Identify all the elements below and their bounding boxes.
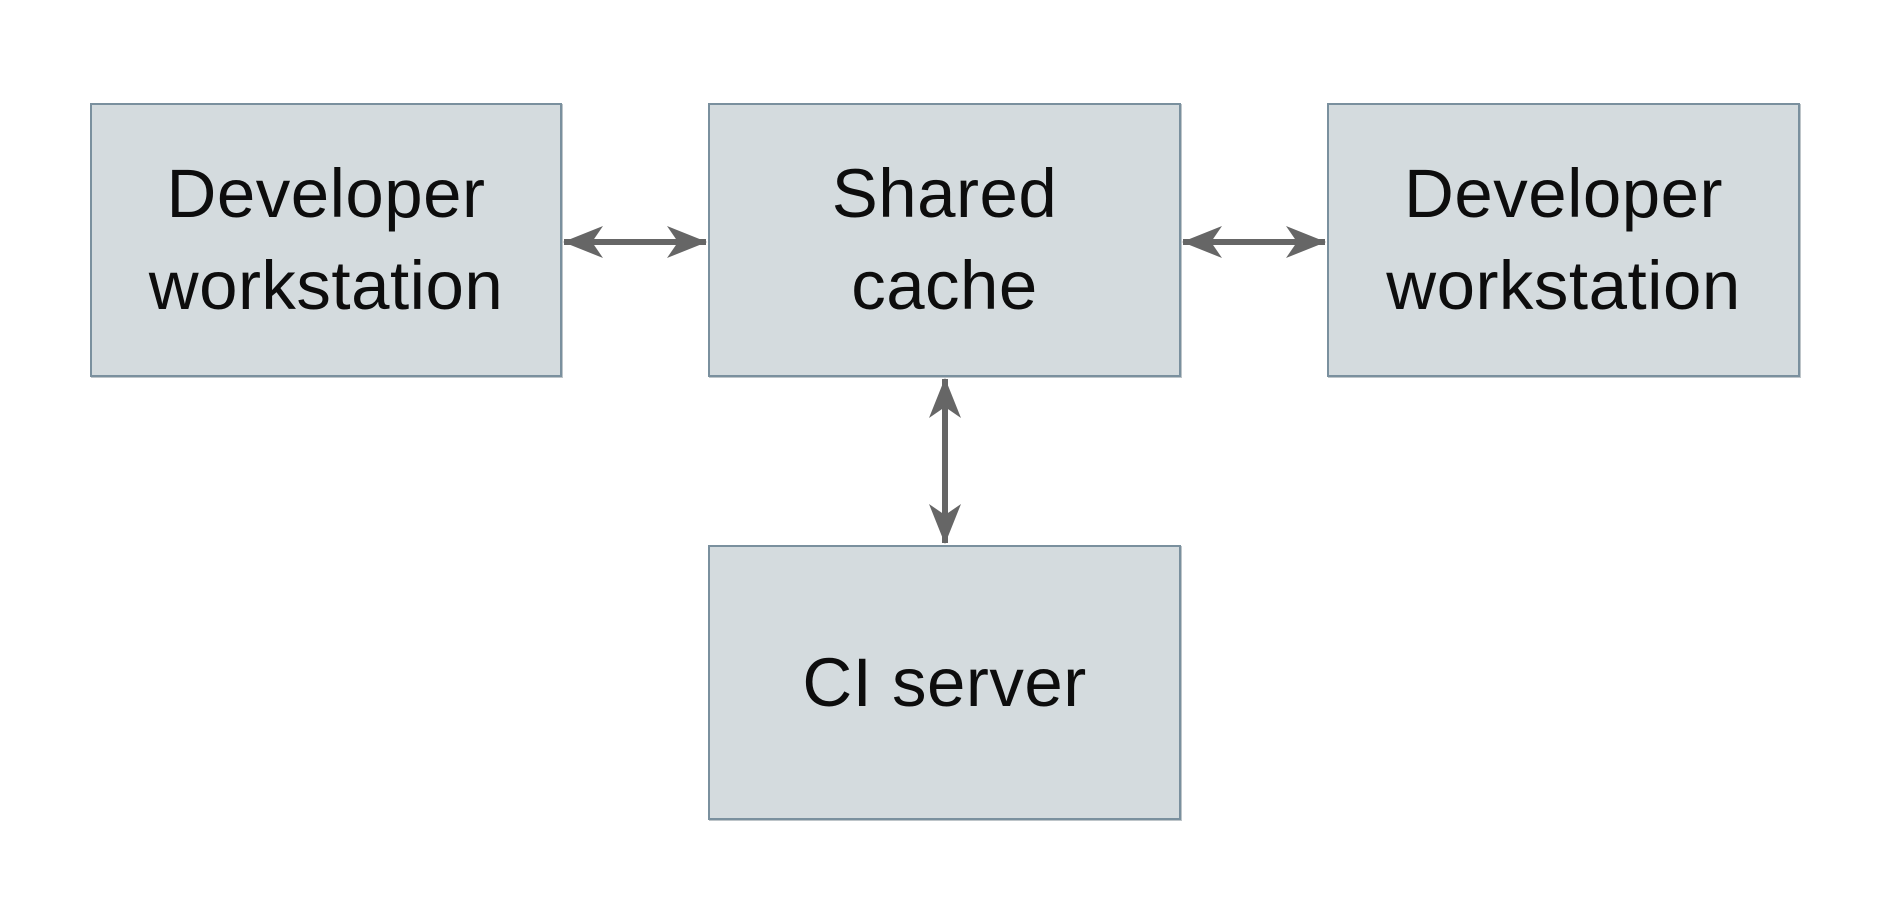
node-label-ci-server: CI server: [802, 643, 1087, 721]
node-developer-workstation-left: Developer workstation: [90, 103, 562, 377]
node-developer-workstation-right: Developer workstation: [1327, 103, 1800, 377]
node-label-developer-workstation-right: Developer workstation: [1386, 155, 1741, 324]
node-shared-cache: Shared cache: [708, 103, 1181, 377]
node-label-developer-workstation-left: Developer workstation: [148, 155, 504, 324]
node-ci-server: CI server: [708, 545, 1181, 820]
node-label-shared-cache: Shared cache: [831, 155, 1058, 324]
